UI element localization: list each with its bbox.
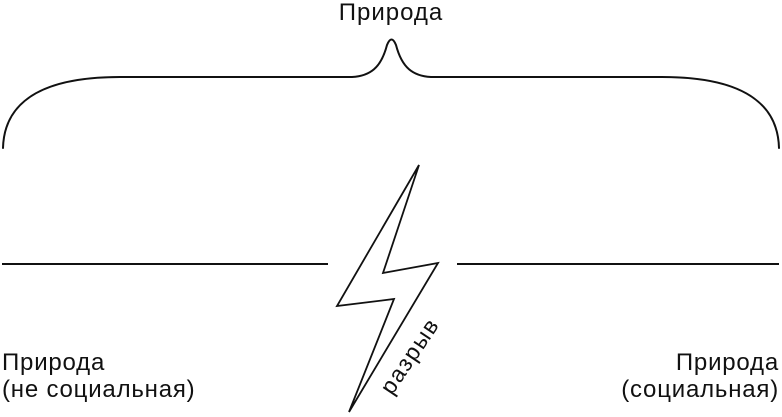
curly-brace-icon: [2, 38, 780, 149]
left-nature-label-line2: (не социальная): [2, 376, 196, 403]
right-nature-label-line1: Природа: [675, 349, 779, 376]
right-nature-label: Природа (социальная): [621, 349, 779, 403]
lightning-bolt-icon: [335, 164, 440, 413]
diagram-title: Природа: [338, 0, 444, 26]
left-nature-label: Природа (не социальная): [2, 349, 195, 403]
left-nature-label-line1: Природа: [2, 349, 106, 376]
right-nature-label-line2: (социальная): [621, 376, 779, 403]
